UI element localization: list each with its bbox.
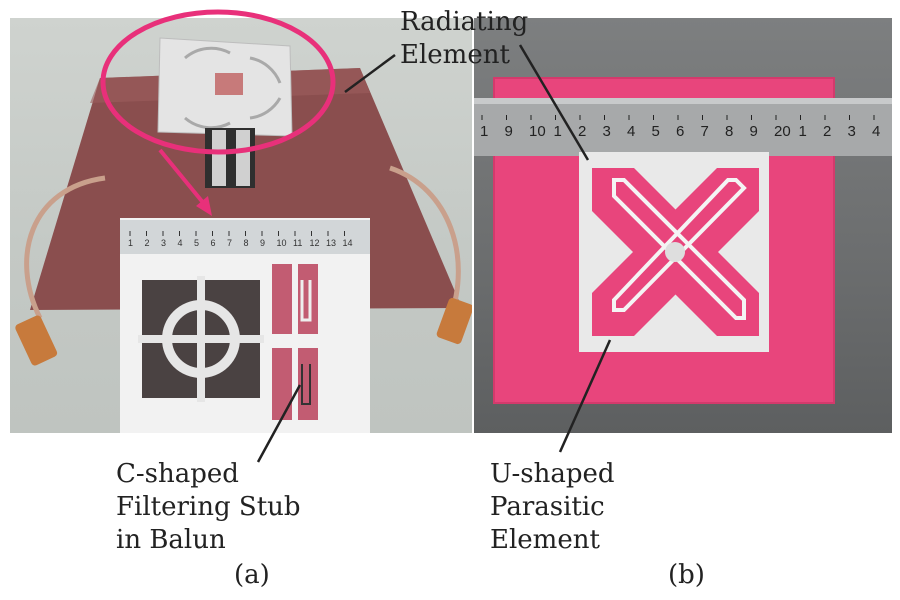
u-shaped-parasitic-element-a [612, 178, 746, 320]
inset-ruler [120, 220, 370, 254]
ruler-tick-label: 2 [145, 238, 150, 248]
ruler-tick-label: 20 [774, 123, 791, 140]
label-radiating-line-1: Radiating [400, 7, 529, 37]
ruler-tick-label: 14 [343, 238, 353, 248]
ruler-tick-label: 5 [652, 123, 660, 140]
u-shaped-parasitic-element-b [612, 178, 747, 312]
caption-a: (a) [234, 560, 270, 590]
ruler-tick-label: 13 [326, 238, 336, 248]
ruler-tick-label: 2 [823, 123, 831, 140]
ruler-tick-label: 1 [480, 123, 488, 140]
ruler-tick-label: 6 [676, 123, 684, 140]
ruler-tick-label: 6 [211, 238, 216, 248]
sma-connector-right [436, 297, 472, 345]
ruler-tick-label: 9 [750, 123, 758, 140]
ruler-tick-label: 10 [529, 123, 546, 140]
label-radiating-element: Radiating Element [400, 6, 528, 72]
ruler-tick-label: 4 [178, 238, 183, 248]
ruler-tick-label: 1 [128, 238, 133, 248]
label-radiating-line-2: Element [400, 40, 510, 70]
ruler-tick-label: 3 [848, 123, 856, 140]
label-c-shaped-line-2: Filtering Stub [116, 492, 301, 522]
ruler-tick-label: 7 [227, 238, 232, 248]
ruler-tick-label: 5 [194, 238, 199, 248]
ruler-tick-label: 7 [701, 123, 709, 140]
label-u-shaped-line-2: Parasitic [490, 492, 605, 522]
ruler-tick-label: 10 [277, 238, 287, 248]
label-u-shaped-parasitic-element: U-shaped Parasitic Element [490, 458, 615, 557]
ruler-tick-label: 3 [603, 123, 611, 140]
sma-connector-left [15, 315, 58, 366]
ruler-tick-label: 1 [799, 123, 807, 140]
ruler-tick-label: 12 [310, 238, 320, 248]
caption-b: (b) [668, 560, 705, 590]
ruler-tick-label: 4 [872, 123, 880, 140]
coax-cable-left [24, 175, 106, 320]
label-c-shaped-line-1: C-shaped [116, 459, 239, 489]
ruler-tick-label: 4 [627, 123, 635, 140]
ruler-tick-label: 8 [725, 123, 733, 140]
ruler-tick-label: 9 [260, 238, 265, 248]
label-c-shaped-line-3: in Balun [116, 525, 226, 555]
ruler-tick-label: 8 [244, 238, 249, 248]
inset-radiator-pieces [138, 276, 264, 402]
ruler-tick-label: 3 [161, 238, 166, 248]
coax-cable-right [389, 165, 461, 319]
label-c-shaped-filtering-stub: C-shaped Filtering Stub in Balun [116, 458, 301, 557]
ruler-tick-label: 11 [293, 238, 302, 248]
ruler-tick-label: 9 [505, 123, 513, 140]
ruler-tick-label: 2 [578, 123, 586, 140]
ruler-tick-label: 1 [554, 123, 562, 140]
x-shaped-radiator [592, 168, 759, 336]
label-u-shaped-line-3: Element [490, 525, 600, 555]
label-u-shaped-line-1: U-shaped [490, 459, 615, 489]
